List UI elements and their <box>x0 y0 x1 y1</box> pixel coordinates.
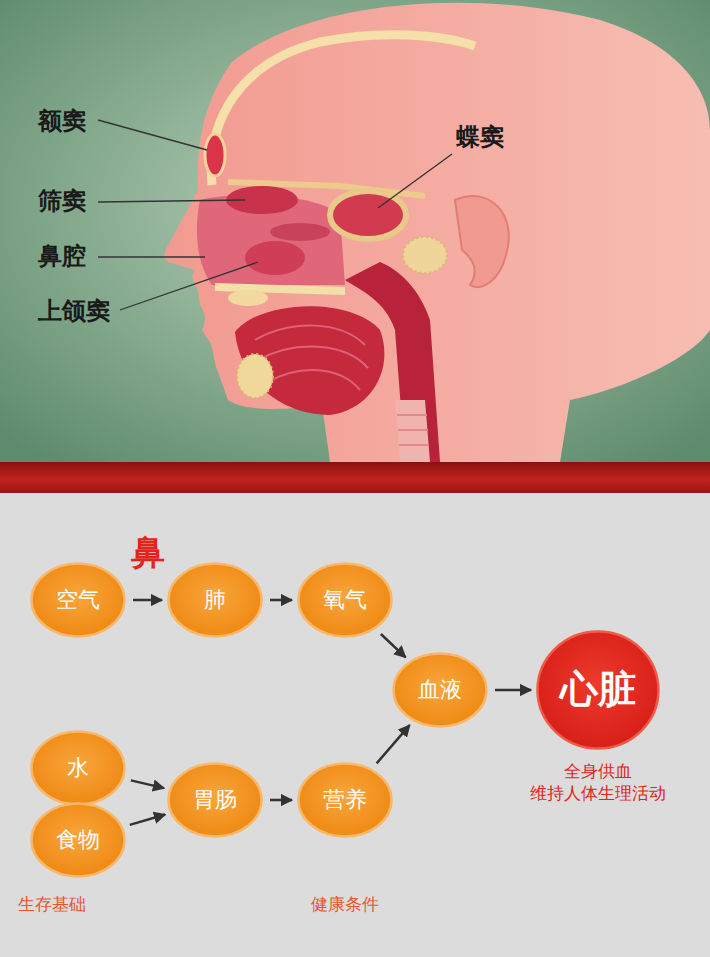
node-label: 心脏 <box>560 668 636 712</box>
circle-fill <box>299 764 392 837</box>
part-label: 筛窦 <box>38 186 86 217</box>
process-circle: 空气 <box>30 562 126 638</box>
part-label: 蝶窦 <box>456 122 504 153</box>
flow-arrow <box>270 599 292 602</box>
part-label: 额窦 <box>38 106 86 137</box>
circle-content: 肺 <box>167 562 263 638</box>
red-band <box>0 462 710 493</box>
frontal-sinus <box>205 134 225 176</box>
process-circle: 血液 <box>392 652 488 728</box>
circle-content: 血液 <box>392 652 488 728</box>
heart-note: 全身供血 维持人体生理活动 <box>516 760 681 804</box>
leader-line <box>98 120 207 150</box>
flow-arrow <box>130 815 165 825</box>
process-circle: 营养 <box>297 762 393 838</box>
maxillary-sinus <box>245 241 305 275</box>
node-label: 氧气 <box>323 587 367 612</box>
flow-arrow <box>381 634 406 657</box>
node-label: 空气 <box>56 587 100 612</box>
leader-line <box>378 154 452 208</box>
circle-content: 营养 <box>297 762 393 838</box>
circle-fill <box>169 564 262 637</box>
flow-arrow <box>495 689 531 692</box>
leader-line <box>120 262 258 310</box>
circle-fill <box>299 564 392 637</box>
circle-fill <box>394 654 487 727</box>
mastoid-bone <box>403 237 447 273</box>
process-circle: 水 <box>30 730 126 806</box>
upper-teeth <box>228 290 268 306</box>
circle-content: 水 <box>30 730 126 806</box>
circle-fill <box>169 764 262 837</box>
sphenoid-sinus <box>330 191 406 239</box>
process-circle: 食物 <box>30 802 126 878</box>
green-background <box>0 0 710 463</box>
process-circle: 氧气 <box>297 562 393 638</box>
node-label: 食物 <box>56 827 100 852</box>
circle-fill <box>538 632 659 749</box>
circle-content: 氧气 <box>297 562 393 638</box>
part-label: 鼻腔 <box>38 241 86 272</box>
leader-line <box>98 256 205 257</box>
circle-fill <box>32 804 125 877</box>
circle-fill <box>32 564 125 637</box>
part-label: 上颌窦 <box>38 296 110 327</box>
group-note: 健康条件 <box>285 893 405 915</box>
node-label: 胃肠 <box>193 787 237 812</box>
flow-arrow <box>270 799 292 802</box>
flow-arrow <box>131 780 164 788</box>
trachea-rings <box>397 415 429 445</box>
circle-content: 心脏 <box>536 630 660 750</box>
circle-content: 胃肠 <box>167 762 263 838</box>
circle-fill <box>32 732 125 805</box>
palate-bone <box>215 287 345 291</box>
process-circle: 胃肠 <box>167 762 263 838</box>
heart-circle: 心脏 <box>536 630 660 750</box>
turbinate <box>270 223 330 241</box>
circle-content: 食物 <box>30 802 126 878</box>
trachea <box>395 400 430 462</box>
leader-line <box>98 200 245 202</box>
gray-background <box>0 492 710 957</box>
node-label: 营养 <box>323 787 367 812</box>
tongue <box>235 306 384 415</box>
salivary-gland <box>237 354 273 398</box>
edge-label: 鼻 <box>131 530 165 574</box>
circle-content: 空气 <box>30 562 126 638</box>
process-circle: 肺 <box>167 562 263 638</box>
node-label: 水 <box>67 755 89 780</box>
flow-arrow <box>133 599 162 602</box>
group-note: 生存基础 <box>18 893 86 915</box>
flow-arrow <box>377 725 410 763</box>
skull-bone <box>211 35 475 185</box>
node-label: 血液 <box>418 677 462 702</box>
head-silhouette <box>165 3 710 462</box>
ear <box>455 196 509 287</box>
node-label: 肺 <box>204 587 226 612</box>
